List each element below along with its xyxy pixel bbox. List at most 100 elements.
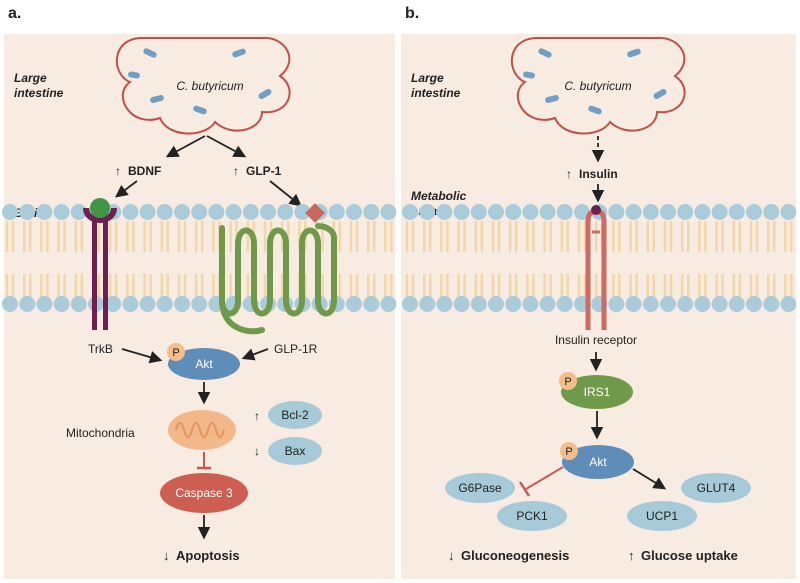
glut4-node <box>681 473 751 503</box>
bdnf-ligand-icon <box>90 198 110 218</box>
lipid-head-icon <box>53 204 70 220</box>
lipid-head-icon <box>728 296 745 312</box>
panel-a-bacteria <box>128 48 272 115</box>
phospho-icon <box>167 343 185 361</box>
panel-b-bacteria <box>523 48 667 115</box>
panel-b: b. Large intestine C. butyricum ↑ Insuli… <box>401 5 797 579</box>
bacterium-icon <box>545 94 559 104</box>
bcl2-label: Bcl-2 <box>281 408 309 422</box>
lipid-head-icon <box>419 296 436 312</box>
glp1-up-arrow: ↑ <box>233 164 239 178</box>
lipid-head-icon <box>346 204 362 220</box>
lipid-head-icon <box>780 204 797 220</box>
lipid-head-icon <box>746 296 762 312</box>
panel-a-large-intestine-label-line2: intestine <box>14 86 64 100</box>
mitochondria-label: Mitochondria <box>66 426 135 440</box>
lipid-head-icon <box>488 204 504 220</box>
lipid-head-icon <box>522 204 539 220</box>
lipid-head-icon <box>139 296 156 312</box>
lipid-head-icon <box>677 204 694 220</box>
lipid-head-icon <box>780 296 797 312</box>
panel-a-intestine-cloud <box>116 36 291 135</box>
bacterium-icon <box>523 71 535 79</box>
lipid-head-icon <box>539 296 556 312</box>
gluconeogenesis-down-arrow: ↓ <box>448 548 455 563</box>
lipid-head-icon <box>522 296 539 312</box>
akt-phospho-label: P <box>172 347 179 359</box>
lipid-head-icon <box>539 204 556 220</box>
lipid-head-icon <box>277 204 294 220</box>
lipid-head-icon <box>711 296 728 312</box>
lipid-head-icon <box>642 296 659 312</box>
glp1r-label: GLP-1R <box>274 342 318 356</box>
lipid-head-icon <box>156 296 173 312</box>
lipid-head-icon <box>505 204 522 220</box>
lipid-head-icon <box>453 296 470 312</box>
lipid-head-icon <box>402 204 418 220</box>
caspase3-label: Caspase 3 <box>175 486 233 500</box>
lipid-head-icon <box>105 296 122 312</box>
lipid-head-icon <box>763 296 780 312</box>
lipid-head-icon <box>728 204 745 220</box>
lipid-head-icon <box>139 204 156 220</box>
lipid-head-icon <box>70 296 87 312</box>
apoptosis-label: Apoptosis <box>176 548 240 563</box>
lipid-head-icon <box>556 204 573 220</box>
lipid-head-icon <box>36 204 53 220</box>
insulin-up-arrow: ↑ <box>566 167 572 181</box>
glp1-ligand-icon <box>305 203 325 223</box>
panel-b-intestine-cloud <box>511 36 686 135</box>
bacterium-icon <box>538 48 552 58</box>
trkb-receptor <box>83 198 117 330</box>
panel-b-bacterium-label: C. butyricum <box>564 79 631 93</box>
lipid-head-icon <box>436 296 453 312</box>
bax-down-arrow: ↓ <box>254 444 260 458</box>
bcl2-node <box>268 401 322 429</box>
lipid-head-icon <box>453 204 470 220</box>
mitochondria-icon <box>168 410 236 450</box>
glp1-label: GLP-1 <box>246 164 282 178</box>
lipid-head-icon <box>70 204 87 220</box>
akt-node <box>168 348 240 380</box>
g6pase-node <box>445 473 515 503</box>
lipid-head-icon <box>191 296 208 312</box>
lipid-head-icon <box>2 296 18 312</box>
lipid-head-icon <box>711 204 728 220</box>
bacterium-icon <box>232 48 246 58</box>
arrow-akt-to-glucose <box>632 468 667 490</box>
panel-a-bacterium-label: C. butyricum <box>176 79 243 93</box>
lipid-head-icon <box>191 204 208 220</box>
lipid-head-icon <box>328 204 345 220</box>
lipid-head-icon <box>380 296 397 312</box>
bcl2-up-arrow: ↑ <box>254 409 260 423</box>
panel-b-letter: b. <box>405 5 419 22</box>
irs1-label: IRS1 <box>584 385 611 399</box>
bax-label: Bax <box>285 444 306 458</box>
inhibit-akt-gluconeogenesis <box>525 466 564 490</box>
lipid-head-icon <box>470 204 487 220</box>
glp1r-receptor <box>219 203 337 335</box>
arrow-trkb-to-akt <box>121 348 163 364</box>
lipid-head-icon <box>208 204 225 220</box>
phospho-icon <box>559 372 577 390</box>
pck1-label: PCK1 <box>516 509 548 523</box>
caspase3-node <box>160 473 248 513</box>
lipid-head-icon <box>608 296 625 312</box>
phospho-icon <box>560 442 578 460</box>
bacterium-icon <box>258 89 272 99</box>
panel-b-cell-membrane <box>402 204 797 312</box>
panel-a: a. Large intestine C. butyricum ↑ BDNF ↑… <box>2 5 397 579</box>
lipid-head-icon <box>260 204 276 220</box>
lipid-head-icon <box>677 296 694 312</box>
panel-b-akt-label: Akt <box>589 455 607 469</box>
bacterium-icon <box>150 94 164 104</box>
lipid-head-icon <box>19 296 36 312</box>
lipid-head-icon <box>625 296 642 312</box>
lipid-head-icon <box>346 296 362 312</box>
lipid-head-icon <box>488 296 504 312</box>
lipid-head-icon <box>436 204 453 220</box>
apoptosis-down-arrow: ↓ <box>163 548 170 563</box>
metabolic-organs-label-line1: Metabolic <box>411 189 467 203</box>
lipid-head-icon <box>380 204 397 220</box>
